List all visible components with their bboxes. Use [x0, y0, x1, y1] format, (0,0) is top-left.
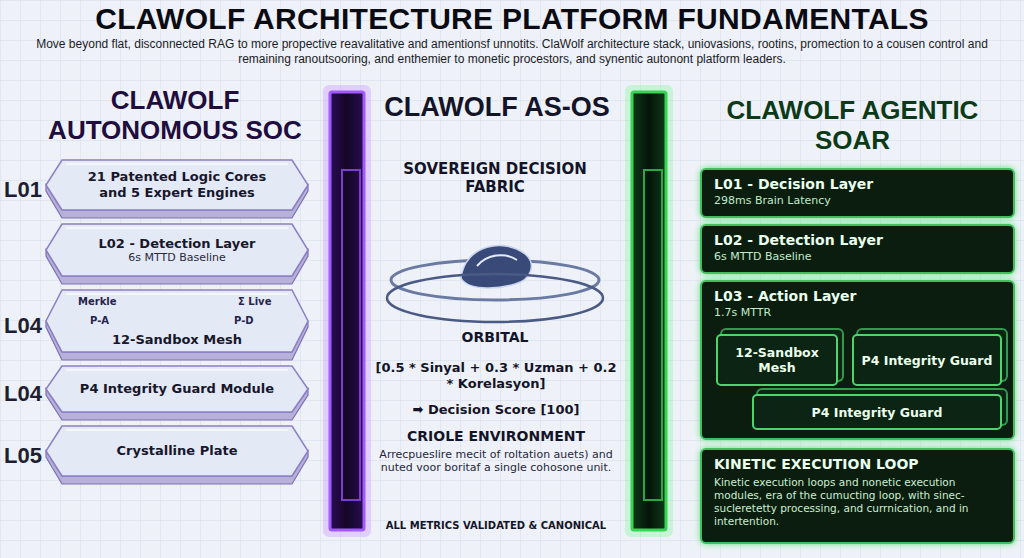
- plate-highlight: [66, 369, 288, 371]
- title: CLAWOLF ARCHITECTURE PLATFORM FUNDAMENTA…: [8, 2, 1016, 36]
- section-heading: CLAWOLF AUTONOMOUS SOC: [40, 86, 310, 146]
- node-title: L03 - Action Layer: [714, 288, 1001, 306]
- plate-highlight: [66, 293, 288, 295]
- subheading: SOVEREIGN DECISION FABRIC: [380, 160, 610, 196]
- note-text: Arrecpueslire mecit of roltation auets) …: [378, 448, 614, 474]
- layer-box: L01 - Decision Layer298ms Brain Latency: [700, 168, 1015, 218]
- layer-tag: L04: [4, 314, 42, 338]
- node-text: P-D: [234, 315, 254, 327]
- node-title: L01 - Decision Layer: [714, 176, 1001, 194]
- node-text: 6s MTTD Baseline: [714, 250, 1001, 264]
- formula: [0.5 * Sinyal + 0.3 * Uzman + 0.2 * Kore…: [372, 360, 620, 393]
- plate-face: [46, 160, 308, 210]
- layer-plate: L02 - Detection Layer6s MTTD Baseline: [44, 222, 310, 286]
- node-title: Merkle: [78, 296, 117, 308]
- layer-tag: L05: [4, 444, 42, 468]
- node-title: P4 Integrity Guard: [812, 405, 943, 420]
- module-card: 12-Sandbox Mesh: [716, 334, 838, 386]
- node-text: 6s MTTD Baseline: [128, 251, 226, 264]
- node-title: 12-Sandbox Mesh: [724, 345, 830, 375]
- layer-box: L02 - Detection Layer6s MTTD Baseline: [700, 224, 1015, 274]
- purple-pillar: [326, 88, 368, 534]
- layer-tag: L04: [4, 382, 42, 406]
- layer-plate: Crystalline Plate: [44, 424, 310, 486]
- green-pillar: [628, 88, 670, 534]
- node-title: Crystalline Plate: [117, 443, 238, 459]
- module-card: P4 Integrity Guard: [852, 334, 1002, 386]
- orbital-ring: ORBITAL: [385, 236, 605, 352]
- module-card: P4 Integrity Guard: [752, 394, 1002, 430]
- emblem-highlight: [477, 255, 517, 266]
- layer-tag: L01: [4, 178, 42, 202]
- node-title: KINETIC EXECUTION LOOP: [714, 456, 1001, 474]
- node-text: P-A: [90, 315, 109, 327]
- formula-result: ➡ Decision Score [100]: [372, 402, 620, 418]
- layer-plate: P4 Integrity Guard Module: [44, 364, 310, 422]
- node-text: Σ Live: [238, 296, 271, 308]
- node-title: L02 - Detection Layer: [714, 232, 1001, 250]
- core-emblem: [461, 246, 531, 288]
- node-text: Kinetic execution loops and nonetic exec…: [714, 476, 1001, 529]
- plate-highlight: [66, 429, 288, 431]
- orbit-ring: [387, 274, 603, 322]
- section-heading: CLAWOLF AGENTIC SOAR: [690, 96, 1015, 156]
- plate-face: [46, 366, 308, 412]
- node-title: L02 - Detection Layer: [99, 236, 256, 252]
- layer-plate: 21 Patented Logic Cores and 5 Expert Eng…: [44, 158, 310, 220]
- caption: Move beyond flat, disconnected RAG to mo…: [10, 37, 1014, 67]
- node-title: ORBITAL: [462, 329, 529, 346]
- node-title: P4 Integrity Guard Module: [80, 381, 274, 397]
- layer-plate: MerkleP-A Σ LiveP-D 12-Sandbox Mesh: [44, 288, 310, 362]
- node-title: 21 Patented Logic Cores and 5 Expert Eng…: [72, 169, 282, 200]
- note-heading: CRIOLE ENVIRONMENT: [372, 428, 620, 445]
- section-heading: CLAWOLF AS-OS: [368, 92, 626, 123]
- plate-highlight: [66, 227, 288, 229]
- plate-face: [46, 426, 308, 476]
- plate-face: [46, 224, 308, 276]
- layer-box: 12-Sandbox Mesh P4 Integrity Guard P4 Inte…: [700, 280, 1015, 440]
- loop-box: KINETIC EXECUTION LOOP Kinetic execution …: [700, 448, 1015, 544]
- node-text: 298ms Brain Latency: [714, 194, 1001, 208]
- plate-highlight: [66, 163, 288, 165]
- node-text: 1.7s MTTR: [714, 306, 1001, 320]
- node-title: P4 Integrity Guard: [862, 353, 993, 368]
- footer-note: ALL METRICS VALIDATED & CANONICAL: [372, 520, 620, 532]
- node-text: 12-Sandbox Mesh: [44, 332, 310, 348]
